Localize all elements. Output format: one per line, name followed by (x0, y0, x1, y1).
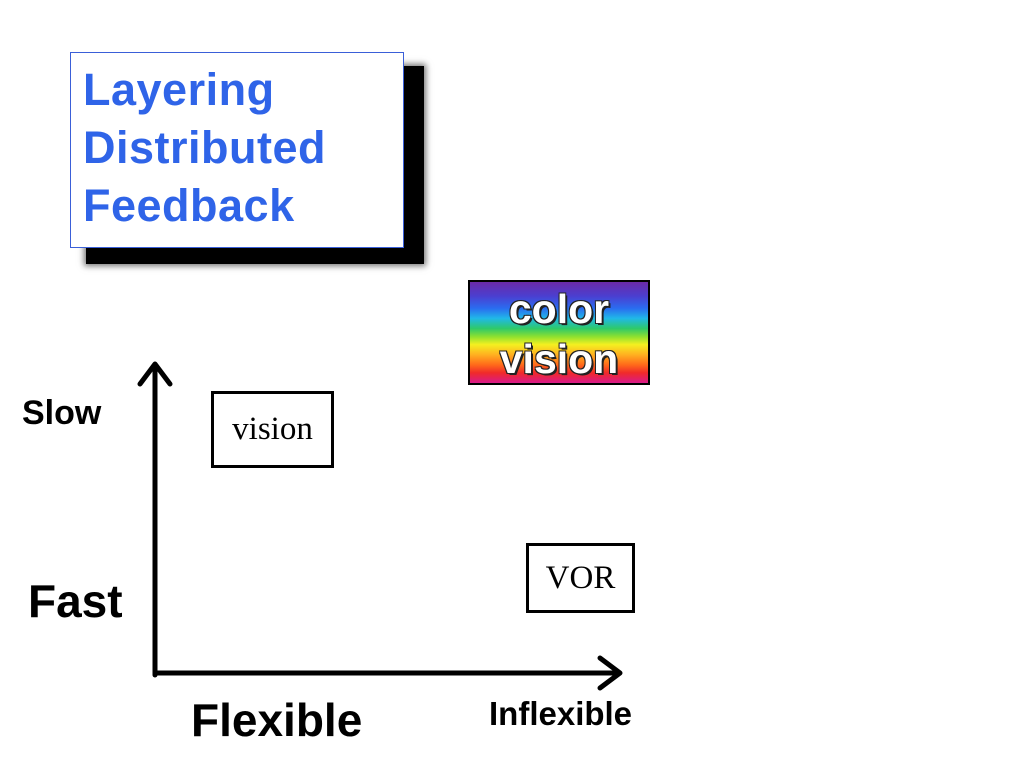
color-vision-box: color vision (468, 280, 650, 385)
vision-box: vision (211, 391, 334, 468)
color-vision-line-1: color (508, 286, 610, 332)
y-axis-label-fast: Fast (28, 575, 123, 627)
vor-box: VOR (526, 543, 635, 613)
x-axis-arrowhead (597, 655, 623, 691)
title-box: Layering Distributed Feedback (70, 52, 404, 248)
color-vision-line-2: vision (499, 336, 619, 382)
y-axis-arrowhead (137, 361, 173, 387)
x-axis-label-inflexible: Inflexible (489, 695, 633, 732)
title-line-2: Distributed (83, 122, 327, 173)
x-axis-label-flexible: Flexible (191, 694, 363, 746)
y-axis-label-slow: Slow (22, 394, 102, 432)
title-line-3: Feedback (83, 180, 295, 231)
title-line-1: Layering (83, 64, 275, 115)
